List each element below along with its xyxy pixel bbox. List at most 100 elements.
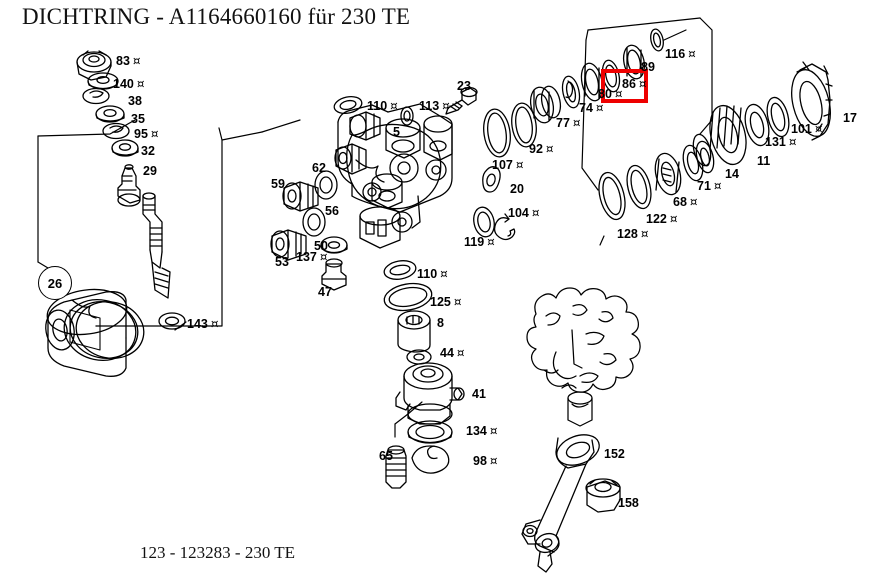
callout-number: 158 [618, 496, 639, 510]
callout-number: 65 [379, 449, 393, 463]
callout-number: 95 [134, 127, 148, 141]
callout-number: 152 [604, 447, 625, 461]
callout-label-17: 17 [843, 112, 857, 125]
callout-number: 125 [430, 295, 451, 309]
callout-number: 53 [275, 255, 289, 269]
callout-label-20: 20 [510, 183, 524, 196]
callout-label-47: 47 [318, 286, 332, 299]
callout-label-77: 77¤ [556, 117, 581, 130]
rotor-assembly-26 [45, 288, 145, 377]
callout-number: 113 [419, 99, 440, 113]
callout-label-95: 95¤ [134, 128, 159, 141]
callout-currency-icon: ¤ [688, 47, 696, 61]
callout-number: 92 [529, 142, 543, 156]
callout-currency-icon: ¤ [132, 54, 141, 68]
callout-label-5: 5 [393, 126, 400, 139]
callout-label-110a: 110¤ [367, 100, 398, 113]
callout-number: 86 [622, 77, 636, 91]
callout-number: 137 [296, 250, 317, 264]
callout-currency-icon: ¤ [595, 101, 604, 115]
callout-number: 38 [128, 94, 142, 108]
callout-label-140: 140¤ [113, 78, 145, 91]
callout-currency-icon: ¤ [489, 454, 498, 468]
callout-currency-icon: ¤ [487, 235, 495, 249]
callout-currency-icon: ¤ [689, 195, 698, 209]
callout-number: 128 [617, 227, 638, 241]
callout-currency-icon: ¤ [453, 295, 462, 309]
page-footer: 123 - 123283 - 230 TE [140, 543, 296, 562]
callout-label-86: 86¤ [622, 78, 647, 91]
callout-currency-icon: ¤ [515, 158, 524, 172]
callout-label-113: 113¤ [419, 100, 450, 113]
callout-currency-icon: ¤ [442, 99, 450, 113]
callout-label-107: 107¤ [492, 159, 524, 172]
callout-label-71: 71¤ [697, 180, 722, 193]
callout-number: 77 [556, 116, 570, 130]
pitman-arm-152 [521, 434, 621, 573]
callout-currency-icon: ¤ [545, 142, 554, 156]
callout-label-8: 8 [437, 317, 444, 330]
callout-label-134: 134¤ [466, 425, 498, 438]
callout-number: 134 [466, 424, 487, 438]
callout-number: 122 [646, 212, 667, 226]
callout-number: 62 [312, 161, 326, 175]
bearing-stack-lower-right [598, 61, 833, 221]
callout-currency-icon: ¤ [669, 212, 678, 226]
pump-body-5 [334, 103, 453, 249]
callout-label-44: 44¤ [440, 347, 465, 360]
callout-currency-icon: ¤ [440, 267, 448, 281]
callout-label-98: 98¤ [473, 455, 498, 468]
callout-number: 71 [697, 179, 711, 193]
callout-currency-icon: ¤ [614, 87, 623, 101]
callout-currency-icon: ¤ [788, 135, 797, 149]
callout-number: 50 [314, 239, 328, 253]
callout-number: 35 [131, 112, 145, 126]
seal-rings-107-92 [483, 102, 537, 158]
callout-label-128: 128¤ [617, 228, 649, 241]
callout-label-116: 116¤ [665, 48, 696, 61]
callout-currency-icon: ¤ [572, 116, 581, 130]
callout-label-131: 131¤ [765, 136, 797, 149]
callout-label-101: 101¤ [791, 123, 823, 136]
callout-label-65: 65 [379, 450, 393, 463]
callout-number: 47 [318, 285, 332, 299]
callout-label-122: 122¤ [646, 213, 678, 226]
callout-number: 59 [271, 177, 285, 191]
callout-label-152: 152 [604, 448, 625, 461]
callout-number: 11 [757, 154, 771, 168]
selection-highlight-box[interactable] [601, 69, 648, 103]
callout-number: 116 [665, 47, 686, 61]
callout-label-110b: 110¤ [417, 268, 448, 281]
callout-number: 104 [508, 206, 529, 220]
callout-label-68: 68¤ [673, 196, 698, 209]
callout-number: 83 [116, 54, 130, 68]
callout-label-104: 104¤ [508, 207, 540, 220]
callout-currency-icon: ¤ [814, 122, 823, 136]
callout-label-74: 74¤ [579, 102, 604, 115]
callout-number: 14 [725, 167, 739, 181]
callout-number: 80 [598, 87, 612, 101]
callout-number: 68 [673, 195, 687, 209]
center-lower-stack [383, 260, 433, 365]
callout-label-14: 14 [725, 168, 739, 181]
worm-shaft [142, 192, 186, 330]
callout-label-23: 23 [457, 80, 471, 93]
steering-gear-housing-ghost [526, 287, 641, 427]
fastener-stack-upper-left [76, 50, 141, 207]
callout-number: 101 [791, 122, 812, 136]
callout-currency-icon: ¤ [489, 424, 498, 438]
seal-stack-upper-right [529, 28, 664, 124]
callout-label-92: 92¤ [529, 143, 554, 156]
callout-label-59: 59 [271, 178, 285, 191]
valve-housing-41 [385, 362, 465, 489]
callout-label-53: 53 [275, 256, 289, 269]
callout-number: 89 [641, 60, 655, 74]
callout-number: 20 [510, 182, 524, 196]
callout-number: 110 [417, 267, 438, 281]
small-parts-20-104-119 [473, 166, 516, 241]
callout-label-41: 41 [472, 388, 486, 401]
callout-currency-icon: ¤ [136, 77, 145, 91]
callout-currency-icon: ¤ [638, 77, 647, 91]
callout-number: 17 [843, 111, 857, 125]
